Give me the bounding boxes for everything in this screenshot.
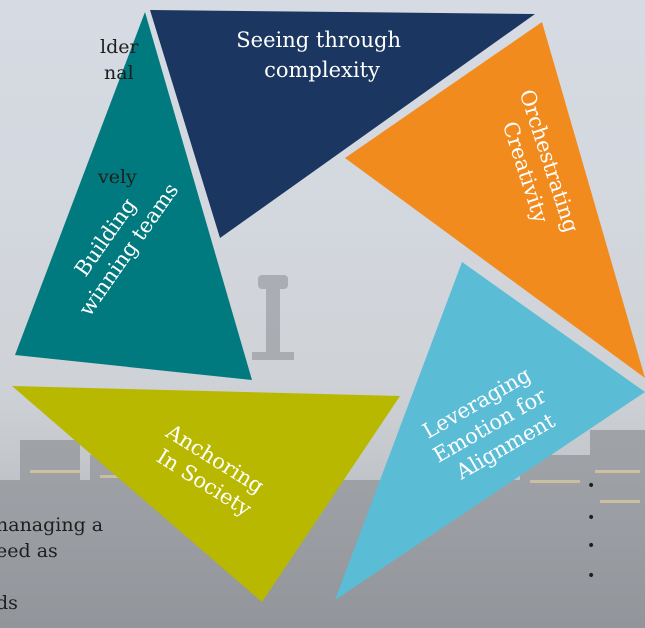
bullet-1: •: [587, 478, 596, 494]
segment-complexity: [150, 10, 535, 238]
left-text-top-2: nal: [104, 62, 134, 84]
label-complexity-line-1: Seeing through: [236, 28, 401, 52]
label-complexity: Seeing through complexity: [236, 28, 407, 82]
bullet-4: •: [587, 568, 596, 584]
segment-society: [12, 386, 400, 602]
segment-emotion: [335, 262, 645, 600]
control-tower: [252, 275, 294, 360]
label-complexity-line-2: complexity: [264, 58, 380, 82]
left-text-bottom-1: nanaging a: [0, 514, 104, 536]
segment-creativity: [345, 22, 645, 378]
left-text-top-1: lder: [100, 36, 139, 58]
bullet-2: •: [587, 510, 596, 526]
bullet-3: •: [587, 538, 596, 554]
segment-teams: [15, 12, 252, 380]
left-text-bottom-4: ds: [0, 592, 18, 614]
left-text-bottom-2: eed as: [0, 540, 58, 562]
left-text-top-4: vely: [98, 166, 137, 188]
